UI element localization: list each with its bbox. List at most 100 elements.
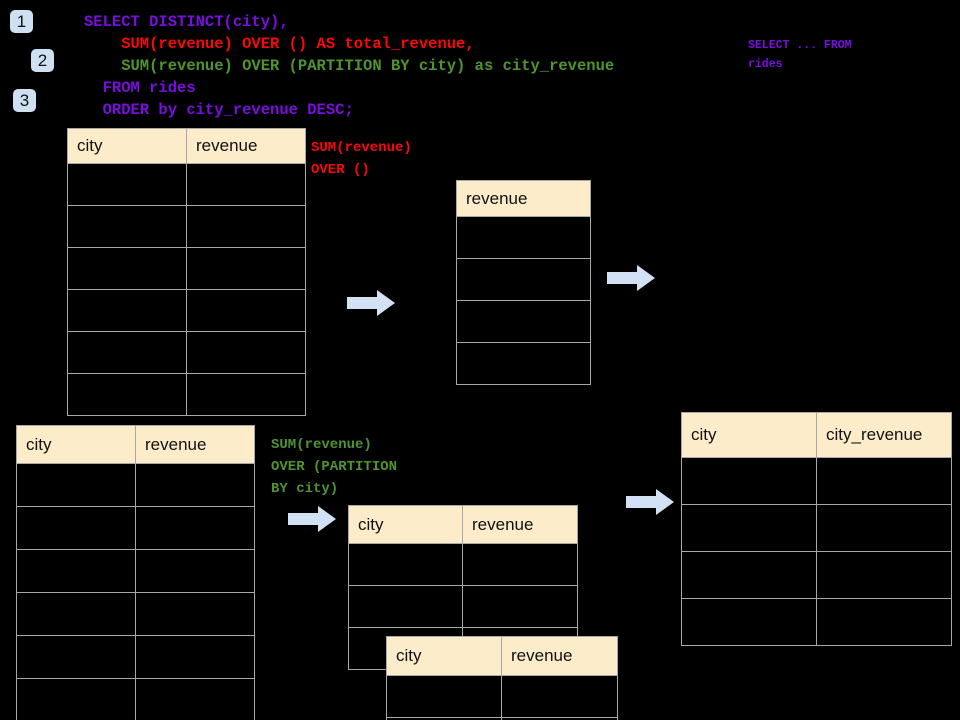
table-source-bottom[interactable]: city revenue: [16, 425, 255, 720]
cell[interactable]: [67, 289, 187, 332]
cell[interactable]: [456, 300, 591, 343]
table-row[interactable]: [386, 675, 618, 718]
cell[interactable]: [16, 678, 136, 720]
table-result[interactable]: city city_revenue: [681, 412, 952, 646]
table-row[interactable]: [67, 289, 306, 332]
table-header-row: city revenue: [386, 636, 618, 676]
cell[interactable]: [67, 163, 187, 206]
sql-line-total-revenue: SUM(revenue) OVER () AS total_revenue,: [84, 35, 475, 53]
arrow-source-to-total: [344, 288, 398, 318]
table-partition-front[interactable]: city revenue: [386, 636, 618, 720]
cell[interactable]: [16, 463, 136, 507]
cell[interactable]: [67, 247, 187, 290]
column-header-revenue: revenue: [135, 425, 255, 464]
table-row[interactable]: [16, 549, 255, 593]
table-partition-front-body: city revenue: [386, 636, 618, 720]
table-source-top-body: city revenue: [67, 128, 306, 416]
table-row[interactable]: [67, 247, 306, 290]
sql-line-order-by: ORDER by city_revenue DESC;: [84, 101, 354, 119]
arrow-partition-to-result: [623, 487, 677, 517]
table-header-row: city revenue: [348, 505, 578, 544]
table-row[interactable]: [681, 551, 952, 599]
cell[interactable]: [816, 504, 952, 552]
cell[interactable]: [186, 373, 306, 416]
table-row[interactable]: [67, 373, 306, 416]
cell[interactable]: [186, 205, 306, 248]
cell[interactable]: [456, 216, 591, 259]
cell[interactable]: [135, 506, 255, 550]
table-row[interactable]: [386, 717, 618, 720]
column-header-city: city: [16, 425, 136, 464]
table-source-top[interactable]: city revenue: [67, 128, 306, 416]
sql-line-from: FROM rides: [84, 79, 196, 97]
column-header-city: city: [348, 505, 463, 544]
table-row[interactable]: [16, 592, 255, 636]
table-header-row: city revenue: [16, 425, 255, 464]
table-row[interactable]: [348, 543, 578, 586]
cell[interactable]: [386, 675, 502, 718]
table-header-row: city revenue: [67, 128, 306, 164]
cell[interactable]: [681, 457, 817, 505]
cell[interactable]: [186, 331, 306, 374]
cell[interactable]: [186, 163, 306, 206]
cell[interactable]: [16, 592, 136, 636]
arrow-total-to-result: [604, 263, 658, 293]
cell[interactable]: [16, 635, 136, 679]
table-total-revenue-body: revenue: [456, 180, 591, 385]
table-row[interactable]: [67, 331, 306, 374]
cell[interactable]: [135, 678, 255, 720]
column-header-city: city: [67, 128, 187, 164]
table-row[interactable]: [681, 457, 952, 505]
cell[interactable]: [186, 247, 306, 290]
cell[interactable]: [456, 342, 591, 385]
cell[interactable]: [67, 205, 187, 248]
table-header-row: revenue: [456, 180, 591, 217]
table-row[interactable]: [16, 635, 255, 679]
cell[interactable]: [16, 506, 136, 550]
table-row[interactable]: [348, 585, 578, 628]
sql-line-city-revenue: SUM(revenue) OVER (PARTITION BY city) as…: [84, 57, 615, 75]
cell[interactable]: [681, 504, 817, 552]
table-row[interactable]: [456, 300, 591, 343]
cell[interactable]: [501, 675, 618, 718]
column-header-city: city: [386, 636, 502, 676]
table-row[interactable]: [681, 598, 952, 646]
column-header-revenue: revenue: [456, 180, 591, 217]
cell[interactable]: [16, 549, 136, 593]
table-row[interactable]: [67, 163, 306, 206]
step-badge-1[interactable]: 1: [10, 10, 33, 33]
table-row[interactable]: [456, 342, 591, 385]
cell[interactable]: [348, 543, 463, 586]
cell[interactable]: [67, 373, 187, 416]
cell[interactable]: [681, 598, 817, 646]
cell[interactable]: [462, 543, 578, 586]
table-row[interactable]: [67, 205, 306, 248]
step-badge-2[interactable]: 2: [31, 49, 54, 72]
cell[interactable]: [135, 635, 255, 679]
table-row[interactable]: [16, 678, 255, 720]
side-note-line-1: SELECT ... FROM: [748, 39, 852, 52]
column-header-city: city: [681, 412, 817, 458]
cell[interactable]: [456, 258, 591, 301]
cell[interactable]: [135, 549, 255, 593]
table-row[interactable]: [16, 506, 255, 550]
cell[interactable]: [816, 598, 952, 646]
step-badge-3[interactable]: 3: [13, 89, 36, 112]
cell[interactable]: [816, 551, 952, 599]
table-row[interactable]: [16, 463, 255, 507]
cell[interactable]: [681, 551, 817, 599]
cell[interactable]: [816, 457, 952, 505]
cell[interactable]: [462, 585, 578, 628]
table-total-revenue[interactable]: revenue: [456, 180, 591, 385]
cell[interactable]: [67, 331, 187, 374]
table-row[interactable]: [681, 504, 952, 552]
table-row[interactable]: [456, 258, 591, 301]
table-row[interactable]: [456, 216, 591, 259]
cell[interactable]: [135, 592, 255, 636]
cell[interactable]: [186, 289, 306, 332]
cell[interactable]: [501, 717, 618, 720]
cell[interactable]: [348, 585, 463, 628]
sql-line-select: SELECT DISTINCT(city),: [84, 13, 289, 31]
annotation-city-revenue-line-2: OVER (PARTITION: [271, 459, 398, 475]
cell[interactable]: [135, 463, 255, 507]
